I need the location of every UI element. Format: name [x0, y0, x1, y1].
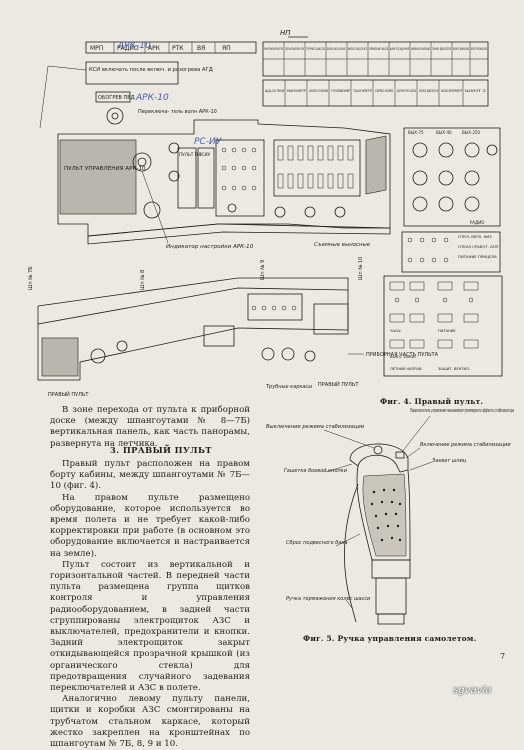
radio-strip: МРП РАДИО АРК РТК ВЯ ЯП [85, 41, 257, 54]
radio-strip-item: РАДИО [117, 45, 139, 52]
p1-label: ПУЛЬТ П-1 [179, 152, 202, 157]
paragraph: Правый пульт расположен на правом борту … [50, 459, 250, 492]
right-knob-cluster: ВЫХ-75 ВЫХ-40 ВЫХ-250 РАДИО [403, 127, 501, 227]
intro-paragraph: В зоне перехода от пульта к приборной до… [50, 405, 250, 450]
right-panel-label: ВЫХ-250 [462, 130, 481, 135]
ksi-note-label: КСИ включать после включ. и разогрева АГ… [89, 67, 213, 73]
table-cell: ЩД-20 ПКИ [265, 89, 284, 93]
lower-right-label: ОТКАЗ СРАБОТ. АПП [458, 244, 499, 249]
right-panel-label: ВЫХ-75 [408, 130, 424, 135]
table-cell: ВЫПУСК ШАССИ НЕ ВЫП. [327, 47, 346, 51]
handwritten-note: АРК-10 [117, 41, 151, 51]
radio-strip-item: МРП [90, 45, 103, 52]
stick-label: Ручка тормажения колес шасси [286, 596, 371, 602]
radio-strip-item: РТК [172, 45, 184, 52]
figure-right-console: МРП РАДИО АРК РТК ВЯ ЯП АРК-10 КСИ включ… [28, 29, 503, 398]
lower-right-panel: ОТКЛ. ВЕРХ. НИЗ ОТКАЗ СРАБОТ. АПП ПИТАНИ… [401, 231, 501, 273]
stick-label: Захват шпиц [432, 458, 467, 464]
table-cell: ЗАПУСК ДВИГАТЕЛЯ [419, 89, 438, 93]
page-number: 7 [500, 652, 506, 661]
table-cell: АВАРИЙНАЯ СИГНАЛИЗАЦИЯ [411, 46, 430, 51]
figure5-caption: Фиг. 5. Ручка управления самолетом. [303, 634, 477, 643]
section-title: 3. ПРАВЫЙ ПУЛЬТ [110, 445, 212, 455]
table-cell: УПРАВЛЕНИЕ ШАССИ [369, 47, 388, 51]
arc-panel-label: ПУЛЬТ УПРАВЛЕНИЯ АРК-10 [64, 166, 146, 172]
table-cell: ШУНТ 2 [465, 89, 486, 93]
body-column: Правый пульт расположен на правом борту … [50, 459, 250, 750]
table-cell: УКАЗАТЕЛЬ ПОЛОЖЕНИЯ [309, 89, 328, 93]
lower-switch-label: ВЫКЛ. ЗАЖИГ. [390, 355, 418, 359]
rack-tubes-label: Трубные каркасы [266, 384, 312, 390]
arc-panel [59, 139, 137, 215]
stick-label: Выключение режима стабилизации [266, 424, 365, 430]
table-cell: МАНОМЕТР [287, 89, 307, 93]
radio-strip-item: АРК [148, 45, 161, 52]
radio-strip-item: ВЯ [197, 45, 205, 52]
upper-console: ПУЛЬТ УПРАВЛЕНИЯ АРК-10 ПУЛЬТ П-1 РСИУ Р… [57, 107, 391, 245]
figure4-caption: Фиг. 4. Правый пульт. [380, 397, 484, 406]
lower-console: ПРИБОРНАЯ ЧАСТЬ ПУЛЬТА Трубные каркасы П… [37, 277, 439, 398]
table-cell: ТОПЛИВОМЕР [330, 89, 350, 93]
table-cell: СИГНАЛ ВЫПУСКА ПРУ [285, 47, 304, 51]
frame-label: Шп № 10 [358, 257, 364, 280]
table-cell: РУЧНОЕ ВКЛЮЧЕНИЕ ПРУ [264, 47, 283, 51]
table-cell: ФАРА ПОСАДОЧНАЯ [390, 47, 409, 51]
rsiu-label: РСИУ [199, 152, 211, 157]
stick-label: Сброс подвесного бака [286, 540, 348, 546]
np-label: НП [280, 29, 291, 37]
lower-switch-label: ЛЕТНИЙ НАПРАВ. [390, 366, 423, 371]
right-panel-label: ВЫХ-40 [436, 130, 452, 135]
signal-table-lower: ЩД-20 ПКИ МАНОМЕТР УКАЗАТЕЛЬ ПОЛОЖЕНИЯ Т… [262, 79, 489, 107]
stick-label: Включение режима стабилизации [420, 442, 511, 448]
removable-panels-label: Съемные выносные [314, 242, 371, 248]
table-cell: ВЫПУСК ШАССИ ВСЕ [348, 47, 367, 51]
ksi-note-box [85, 61, 179, 85]
handwritten-note: РС-ИУ [194, 137, 222, 147]
table-cell: ВЫПУСК ТОРМОЗНЫХ ЩИТКОВ [471, 47, 487, 51]
paragraph: Пульт состоит из вертикальной и горизонт… [50, 559, 250, 694]
intro-text: В зоне перехода от пульта к приборной до… [50, 405, 250, 449]
radio-strip-item: ЯП [222, 45, 231, 52]
stick-label: Переключатель управления механизмом трим… [410, 408, 514, 414]
manual-page: МРП РАДИО АРК РТК ВЯ ЯП АРК-10 КСИ включ… [28, 29, 514, 749]
lower-right-label: ОТКЛ. ВЕРХ. НИЗ [458, 234, 492, 239]
watermark: sgvavia [453, 685, 492, 696]
handwritten-note: АРК-10 [135, 93, 169, 103]
lower-switch-label: ПИТАНИЕ [438, 329, 456, 333]
stick-label: Гашетка боевой кнопки [284, 468, 348, 474]
tuning-indicator-label: Индикатор настройки АРК-10 [166, 244, 254, 250]
right-panel-label-lower: ПРАВЫЙ ПУЛЬТ [318, 381, 359, 388]
switch-arc-label: Переключа- тель волн АРК-10 [138, 109, 217, 115]
frame-label: Шп № 8 [140, 270, 146, 290]
pvd-heat-label: ОБОГРЕВ ПВД [98, 95, 135, 101]
table-cell: ДАТЧИК ГИРО-СКОПА [397, 89, 416, 93]
table-cell: СЕРВО-КОМП. [375, 89, 394, 93]
table-cell: ПОЖАР ДВИГАТЕЛЯ [432, 47, 451, 51]
paragraph: Аналогично левому пульту панели, щитки и… [50, 694, 250, 750]
frame-label: Шп № 9 [260, 260, 266, 280]
signal-table-upper: РУЧНОЕ ВКЛЮЧЕНИЕ ПРУ СИГНАЛ ВЫПУСКА ПРУ … [262, 41, 489, 77]
figure-control-stick: Выключение режима стабилизации Переключа… [266, 408, 514, 625]
table-cell: ТАХОМЕТР [352, 89, 373, 93]
lower-switch-label: ЗАЩИТ. ВЕНТИЛ. [438, 367, 470, 371]
right-part-label: ПРИБОРНАЯ ЧАСТЬ ПУЛЬТА [366, 352, 439, 358]
lower-right-label: ПИТАНИЕ ПРИЦЕЛА [458, 254, 497, 259]
paragraph: На правом пульте размещено оборудование,… [50, 492, 250, 559]
frame-label: Шп № 7Б [28, 266, 34, 290]
lower-switch-label: ЧАСЫ [390, 329, 401, 333]
table-cell: ВЫПУСК ЗАКРЫЛКОВ [453, 47, 469, 51]
table-cell: ВОЛЬТАМПЕРМЕТР [441, 89, 462, 93]
right-panel-label-side: ПРАВЫЙ ПУЛЬТ [48, 391, 89, 398]
table-cell: ТОРМОЗ ШАССИ [305, 47, 325, 51]
control-stick [344, 443, 411, 625]
pvd-heat-box [95, 91, 131, 103]
lower-switch-bank: ЧАСЫ ПИТАНИЕ ВЫКЛ. ЗАЖИГ. ЛЕТНИЙ НАПРАВ.… [383, 275, 503, 377]
right-panel-label: РАДИО [470, 220, 484, 225]
